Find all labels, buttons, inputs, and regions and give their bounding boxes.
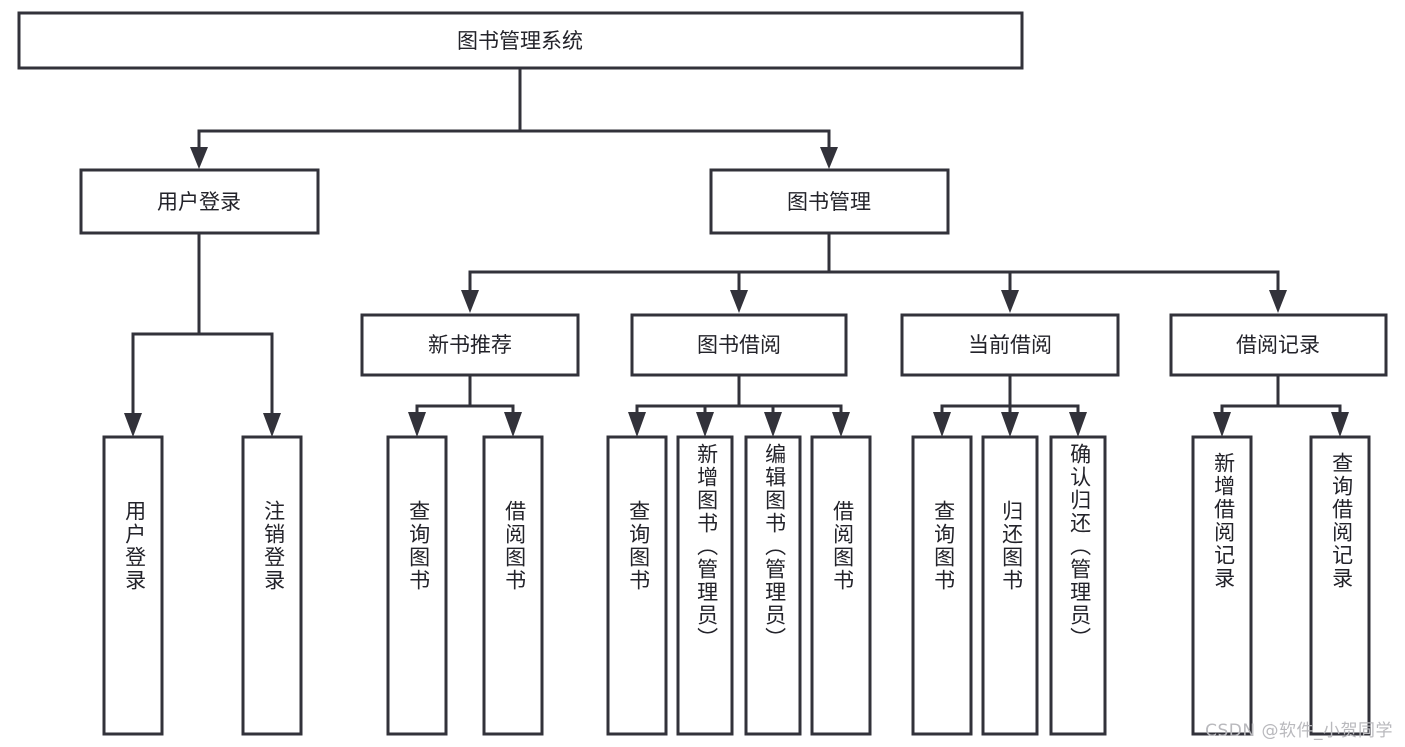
arrow-head-icon [696,412,714,437]
arrow-head-icon [124,413,142,437]
node-current-borrow[interactable]: 当前借阅 [900,313,1120,377]
leaf-box-edit-book[interactable] [744,435,802,736]
node-current-borrow-label: 当前借阅 [968,333,1052,357]
connector-current-borrow-to-leaves [933,373,1087,437]
leaf-box-query-book-3[interactable] [911,435,973,736]
node-user-login-box[interactable] [79,168,320,235]
leaf-box-add-book[interactable] [676,435,734,736]
node-root[interactable]: 图书管理系统 [17,11,1024,70]
arrow-head-icon [933,412,951,437]
arrow-head-icon [832,412,850,437]
node-user-login-label: 用户登录 [157,190,241,214]
connector-root-to-level2 [190,66,838,169]
arrow-head-icon [1269,290,1287,313]
node-book-borrow-label: 图书借阅 [697,333,781,357]
arrow-head-icon [190,147,208,169]
node-book-management[interactable]: 图书管理 [709,168,950,235]
leaf-box-confirm-return[interactable] [1049,435,1107,736]
node-new-book-recommend-box[interactable] [360,313,580,377]
arrow-head-icon [1213,412,1231,437]
arrow-head-icon [628,412,646,437]
leaf-box-return-book[interactable] [981,435,1039,736]
connector-borrow-record-to-leaves [1213,373,1349,437]
leaf-box-query-borrow-record[interactable] [1309,435,1371,736]
arrow-head-icon [504,412,522,437]
node-borrow-record[interactable]: 借阅记录 [1169,313,1388,377]
connector-book-management-to-level3 [461,231,1287,313]
node-root-box[interactable] [17,11,1024,70]
node-book-borrow[interactable]: 图书借阅 [630,313,848,377]
node-book-management-label: 图书管理 [787,190,871,214]
arrow-head-icon [408,412,426,437]
leaf-box-logout[interactable] [241,435,303,736]
arrow-head-icon [730,290,748,313]
arrow-head-icon [1069,412,1087,437]
arrow-head-icon [764,412,782,437]
arrow-head-icon [1001,290,1019,313]
arrow-head-icon [1001,412,1019,437]
watermark-text: CSDN @软件_小贺同学 [1205,721,1393,741]
leaf-box-query-book-2[interactable] [606,435,668,736]
node-borrow-record-label: 借阅记录 [1236,333,1320,357]
arrow-head-icon [461,290,479,313]
node-new-book-recommend[interactable]: 新书推荐 [360,313,580,377]
leaf-box-user-login[interactable] [102,435,164,736]
connector-new-book-recommend-to-leaves [408,373,522,437]
node-new-book-recommend-label: 新书推荐 [428,333,512,357]
leaf-box-add-borrow-record[interactable] [1191,435,1253,736]
connector-book-borrow-to-leaves [628,373,850,437]
leaf-box-borrow-book-1[interactable] [482,435,544,736]
node-root-label: 图书管理系统 [457,29,583,53]
arrow-head-icon [820,147,838,169]
leaf-box-borrow-book-2[interactable] [810,435,872,736]
node-current-borrow-box[interactable] [900,313,1120,377]
connector-user-login-to-leaves [124,231,281,437]
arrow-head-icon [1331,412,1349,437]
arrow-head-icon [263,413,281,437]
node-user-login[interactable]: 用户登录 [79,168,320,235]
leaf-box-query-book-1[interactable] [386,435,448,736]
